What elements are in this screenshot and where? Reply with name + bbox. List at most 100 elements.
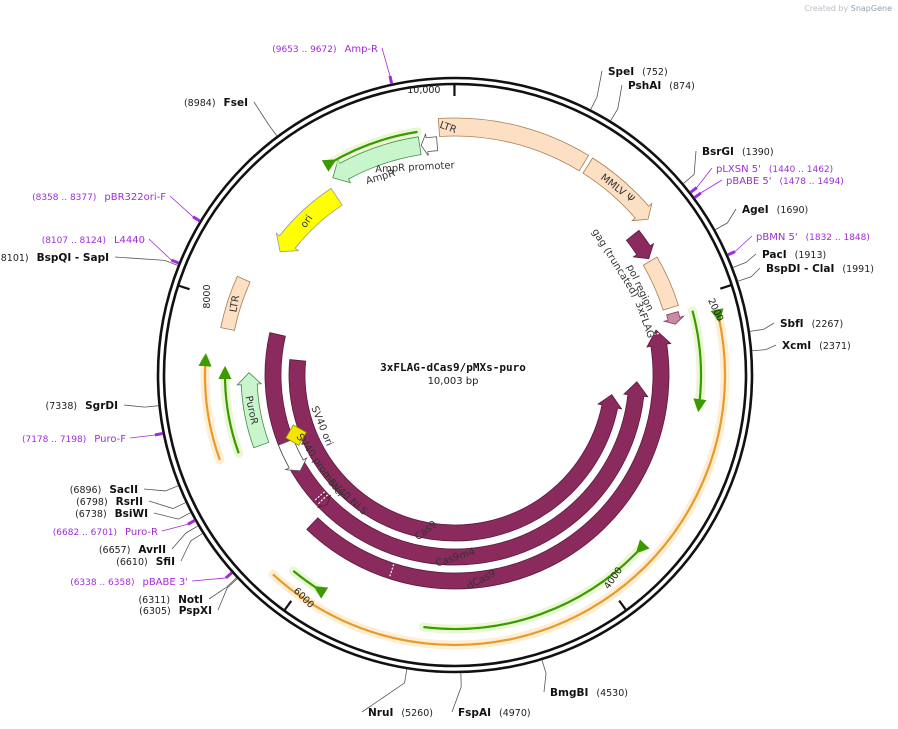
primer-name: pBABE 5' bbox=[726, 176, 772, 187]
site-position: (6610) bbox=[116, 557, 148, 568]
primer-leader-line bbox=[700, 179, 723, 194]
site-label: (7338) SgrDI bbox=[46, 400, 118, 412]
site-label: SbfI(2267) bbox=[780, 318, 843, 330]
primer-range: (7178 .. 7198) bbox=[22, 435, 86, 445]
feature-gag-truncated bbox=[625, 229, 655, 260]
site-name: SacII bbox=[109, 484, 138, 496]
leader-lines bbox=[114, 47, 777, 713]
site-label: (8984)FseI bbox=[184, 97, 248, 109]
site-leader-line bbox=[541, 659, 547, 693]
site-name: PacI bbox=[762, 249, 787, 261]
site-name: SfiI bbox=[156, 556, 175, 568]
site-leader-line bbox=[737, 267, 761, 282]
feature-cas9m4 bbox=[264, 332, 649, 566]
site-leader-line bbox=[590, 70, 603, 110]
primer-range: (1478 .. 1494) bbox=[780, 177, 844, 187]
site-leader-line bbox=[217, 578, 238, 611]
tick-mark bbox=[719, 283, 733, 290]
feature-puror bbox=[236, 372, 270, 449]
primer-name: Puro-R bbox=[125, 527, 158, 538]
site-label: PacI(1913) bbox=[762, 249, 826, 261]
site-label: (6738)BsiWI bbox=[75, 508, 148, 520]
site-name: BmgBI bbox=[550, 687, 588, 699]
site-leader-line bbox=[683, 150, 697, 184]
site-position: (6657) bbox=[99, 545, 131, 556]
site-label: (6311) NotI bbox=[138, 594, 203, 606]
primer-range: (9653 .. 9672) bbox=[272, 45, 336, 55]
primer-mark bbox=[154, 431, 164, 437]
backbone-outer-ring bbox=[156, 76, 754, 674]
site-leader-line bbox=[714, 208, 737, 231]
site-position: (2371) bbox=[819, 341, 851, 352]
orf-arrow-6000 bbox=[292, 570, 329, 599]
primer-label: (7178 .. 7198)Puro-F bbox=[22, 434, 126, 445]
site-position: (752) bbox=[642, 67, 668, 78]
feature-3xflag bbox=[662, 311, 685, 325]
site-leader-line bbox=[148, 500, 186, 509]
primer-label: pBABE 5' (1478 .. 1494) bbox=[726, 176, 844, 187]
site-leader-line bbox=[732, 253, 757, 268]
site-leader-line bbox=[123, 404, 159, 408]
tick-label: 2000 bbox=[705, 297, 725, 324]
credit-brand: SnapGene bbox=[850, 4, 892, 13]
primer-name: pLXSN 5' bbox=[716, 164, 761, 175]
primer-range: (1832 .. 1848) bbox=[806, 233, 870, 243]
site-position: (7338) bbox=[46, 401, 78, 412]
site-label: AgeI(1690) bbox=[742, 204, 808, 216]
primer-leader-line bbox=[169, 195, 194, 218]
orf-arrow-2000 bbox=[691, 310, 707, 413]
feature-pol-region bbox=[642, 256, 679, 311]
site-position: (6798) bbox=[76, 497, 108, 508]
primer-leader-line bbox=[161, 523, 188, 532]
site-dash: - bbox=[71, 252, 83, 264]
site-name: SgrDI bbox=[85, 400, 118, 412]
plasmid-length: 10,003 bp bbox=[428, 376, 479, 387]
tick-mark bbox=[283, 600, 293, 612]
site-leader-line bbox=[751, 344, 777, 352]
site-name: SbfI bbox=[780, 318, 804, 330]
site-position: (1991) bbox=[842, 264, 874, 275]
site-name: NotI bbox=[178, 594, 203, 606]
feature-cas9 bbox=[288, 359, 623, 542]
cds-junction-mark bbox=[649, 331, 664, 336]
site-position: (6311) bbox=[138, 595, 170, 606]
orf-arrow-amp bbox=[321, 130, 418, 172]
site-name: SpeI bbox=[608, 66, 634, 78]
site-label: XcmI(2371) bbox=[782, 340, 851, 352]
feature-label: AmpR promoter bbox=[375, 160, 456, 175]
snapgene-credit: Created by SnapGene bbox=[804, 4, 892, 13]
site-leader-line bbox=[153, 512, 191, 520]
site-name: FseI bbox=[224, 97, 248, 109]
primer-name: pBABE 3' bbox=[142, 577, 188, 588]
site-label: (6896)SacII bbox=[70, 484, 138, 496]
site-position: (6305) bbox=[139, 606, 171, 617]
credit-prefix: Created by bbox=[804, 4, 849, 13]
site-leader-line bbox=[180, 533, 203, 562]
primer-range: (8358 .. 8377) bbox=[32, 193, 96, 203]
primer-leader-line bbox=[696, 167, 713, 188]
cds-junction-mark bbox=[388, 564, 395, 578]
site-leader-line bbox=[451, 672, 462, 713]
cds-junction-mark bbox=[316, 494, 328, 505]
feature-sv40-ori bbox=[285, 424, 307, 446]
primer-mark bbox=[187, 519, 196, 526]
site-position: (874) bbox=[669, 81, 695, 92]
primer-mark bbox=[388, 75, 394, 85]
site-leader-line bbox=[143, 485, 179, 492]
primer-label: (8107 .. 8124)L4440 bbox=[42, 235, 145, 246]
cds-junction-mark bbox=[313, 491, 325, 502]
feature-ampr-promoter bbox=[420, 133, 439, 156]
site-position: (4970) bbox=[499, 708, 531, 719]
site-name: BspQI bbox=[37, 252, 72, 264]
site-position: (4530) bbox=[596, 688, 628, 699]
primer-range: (6682 .. 6701) bbox=[53, 528, 117, 538]
tick-label: 10,000 bbox=[407, 85, 440, 96]
primer-name: pBMN 5' bbox=[756, 232, 798, 243]
site-name2: ClaI bbox=[812, 263, 834, 275]
site-position: (6738) bbox=[75, 509, 107, 520]
tick-mark bbox=[177, 284, 190, 291]
primer-label: (8358 .. 8377)pBR322ori-F bbox=[32, 192, 166, 203]
primer-leader-line bbox=[148, 238, 172, 261]
feature-layer bbox=[198, 117, 730, 650]
site-leader-line bbox=[361, 669, 408, 713]
